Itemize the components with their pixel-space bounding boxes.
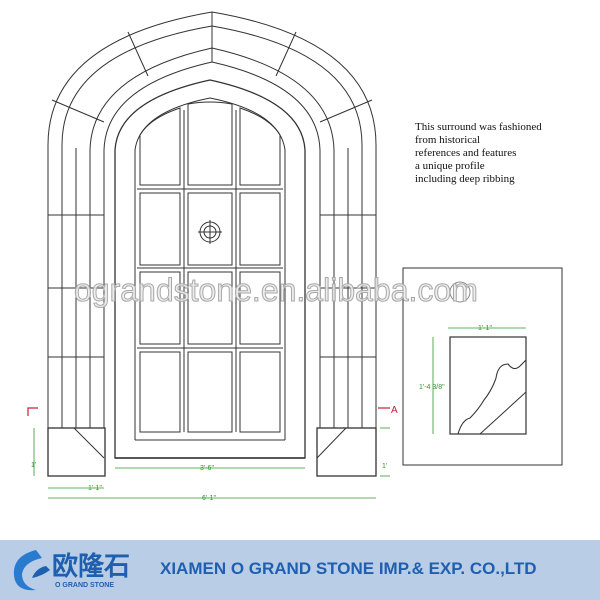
section-box: [402, 267, 563, 466]
section-height-dim: 1'-4 3/8": [419, 384, 445, 391]
moulding-profile: [457, 359, 527, 435]
base-height-right-dim: 1': [382, 463, 387, 470]
company-banner: 欧隆石 O GRAND STONE XIAMEN O GRAND STONE I…: [0, 540, 600, 600]
note-line: including deep ribbing: [415, 173, 515, 185]
overall-width-dim: 6'-1": [202, 495, 216, 502]
right-pillar: [319, 145, 377, 428]
base-width-dim: 1'-1": [88, 485, 102, 492]
section-width-dim: 1'-1": [478, 325, 492, 332]
door-surround-drawing: 3'-6" 1'-1" 6'-1" 1' 1' 1'-1" 1'-4 3/8" …: [27, 11, 563, 502]
section-marker: A: [391, 405, 398, 416]
logo-chinese: 欧隆石: [52, 552, 131, 582]
logo-english: O GRAND STONE: [55, 582, 114, 589]
left-base: [47, 427, 106, 477]
note-line: references and features: [415, 147, 517, 159]
right-base: [316, 427, 377, 477]
left-pillar: [47, 145, 105, 428]
swirl-logo-icon: [13, 550, 50, 591]
door-panels: [137, 101, 283, 433]
door-width-dim: 3'-6": [200, 465, 214, 472]
company-name: XIAMEN O GRAND STONE IMP.& EXP. CO.,LTD: [160, 559, 537, 578]
base-height-left-dim: 1': [31, 462, 36, 469]
note-line: This surround was fashioned: [415, 121, 542, 133]
door-frame: [114, 79, 306, 459]
note-line: from historical: [415, 134, 481, 146]
watermark: ograndstone.en.alibaba.com: [74, 272, 479, 309]
note-line: a unique profile: [415, 160, 485, 172]
description-note: This surround was fashioned from histori…: [415, 121, 542, 186]
